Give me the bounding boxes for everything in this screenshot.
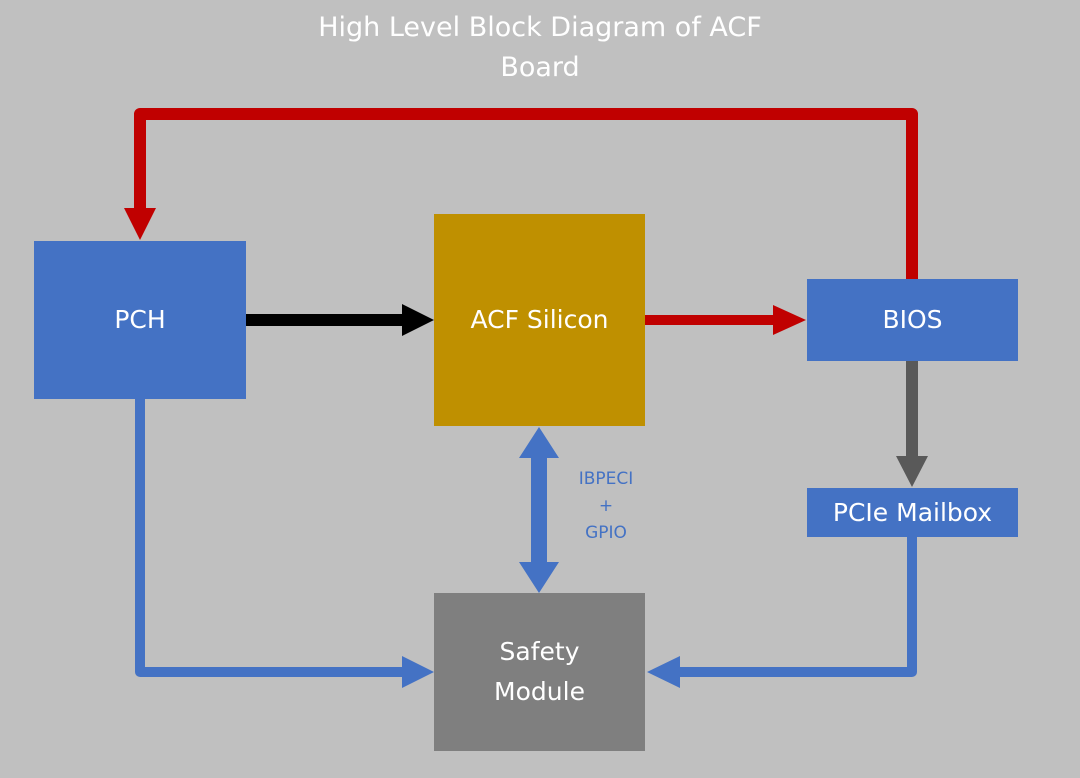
acf-silicon-label: ACF Silicon (470, 305, 609, 334)
pcie-mailbox-label: PCIe Mailbox (832, 497, 993, 527)
pch-to-acf-arrow (240, 304, 434, 336)
acf-silicon-block: ACF Silicon (434, 214, 645, 426)
mailbox-to-safety-arrow (647, 537, 917, 688)
title-line-1: High Level Block Diagram of ACF (318, 12, 762, 43)
safety-module-label-line-2: Module (494, 677, 585, 706)
acf-safety-bidirectional-arrow (519, 427, 559, 593)
link-label-line-3: GPIO (585, 523, 627, 543)
title-line-2: Board (500, 52, 580, 83)
acf-safety-link-label: IBPECI + GPIO (560, 466, 652, 547)
acf-to-bios-arrow (640, 305, 806, 335)
pch-label: PCH (114, 305, 166, 334)
link-label-line-1: IBPECI (578, 469, 634, 489)
bios-label: BIOS (882, 305, 943, 334)
bios-to-pch-arrow (124, 108, 918, 285)
safety-module-block: Safety Module (434, 593, 645, 751)
link-label-line-2: + (598, 496, 614, 516)
diagram-title: High Level Block Diagram of ACF Board (240, 8, 840, 88)
pcie-mailbox-block: PCIe Mailbox (807, 488, 1018, 537)
safety-module-label: Safety Module (494, 632, 585, 712)
safety-module-label-line-1: Safety (499, 637, 580, 666)
bios-block: BIOS (807, 279, 1018, 361)
pch-block: PCH (34, 241, 246, 399)
pch-to-safety-arrow (135, 399, 434, 688)
bios-to-mailbox-arrow (896, 361, 928, 487)
